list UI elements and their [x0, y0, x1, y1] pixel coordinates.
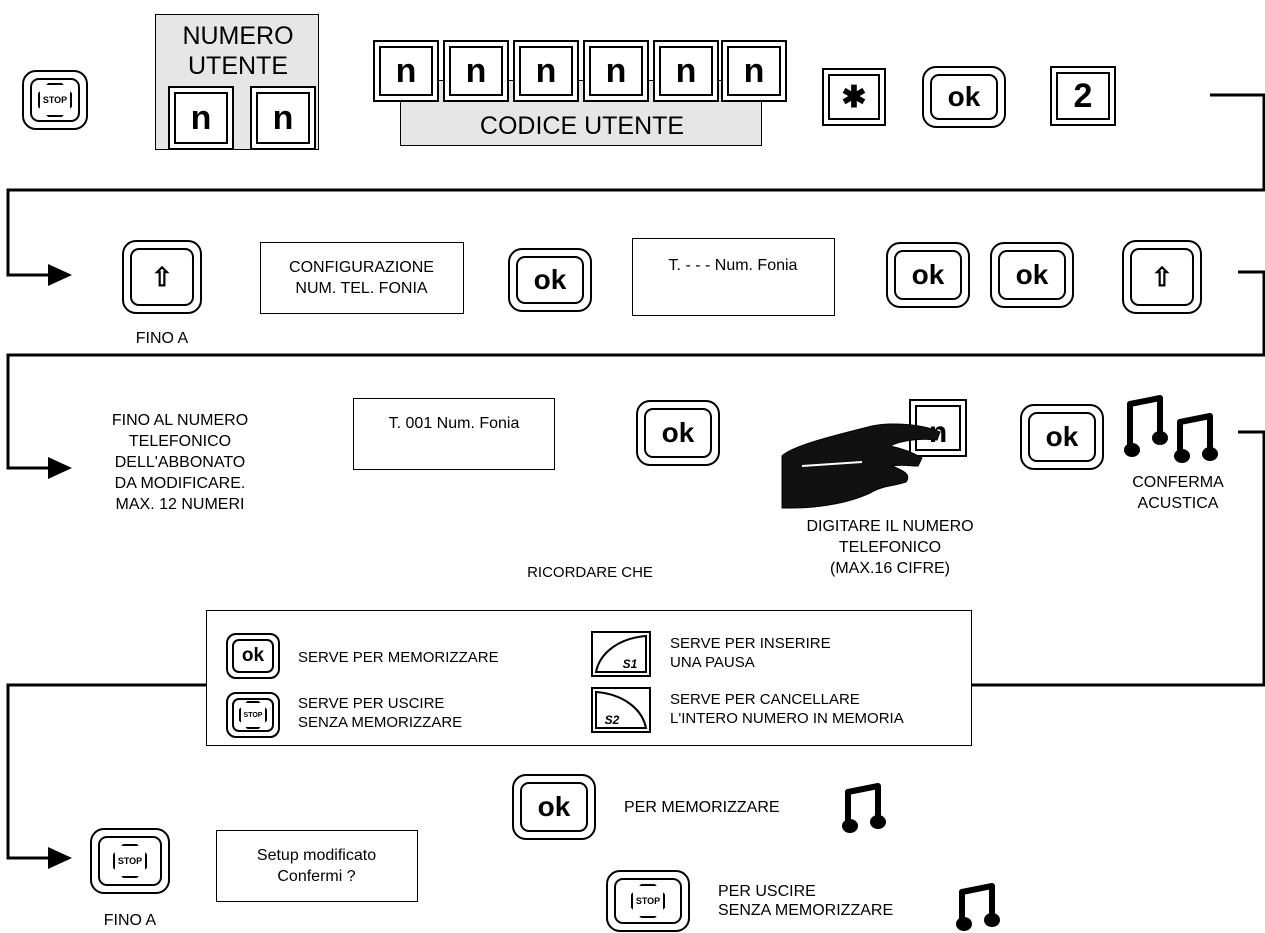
legend-s1-desc: SERVE PER INSERIRE UNA PAUSA — [670, 635, 831, 671]
ok-key-row2-1[interactable]: ok — [508, 248, 592, 312]
stop-key-row4-2[interactable]: STOP — [606, 870, 690, 932]
legend-stop-desc: SERVE PER USCIRE SENZA MEMORIZZARE — [298, 695, 463, 731]
ok-key-row2-2[interactable]: ok — [886, 242, 970, 308]
legend-ok-key: ok — [226, 633, 280, 679]
s2-key-icon: S2 — [591, 687, 651, 733]
display-box-row3: T. 001 Num. Fonia — [353, 398, 555, 470]
setup-box: Setup modificato Confermi ? — [216, 830, 418, 902]
codice-digit-1[interactable]: n — [373, 40, 439, 102]
fino-a-label-row4: FINO A — [103, 912, 157, 929]
digitare-label: DIGITARE IL NUMERO TELEFONICO (MAX.16 CI… — [806, 518, 974, 577]
pointing-hand-icon: n — [781, 399, 967, 509]
legend-s2-desc: SERVE PER CANCELLARE L'INTERO NUMERO IN … — [670, 691, 904, 727]
ok-key-row3-2[interactable]: ok — [1020, 404, 1104, 470]
stop-icon: STOP — [631, 884, 665, 918]
ok-key-row4[interactable]: ok — [512, 774, 596, 840]
ok-key-row2-3[interactable]: ok — [990, 242, 1074, 308]
ricordare-label: RICORDARE CHE — [527, 564, 653, 581]
numero-utente-title: NUMERO UTENTE — [182, 22, 294, 80]
fino-al-numero-label: FINO AL NUMERO TELEFONICO DELL'ABBONATO … — [111, 412, 249, 513]
codice-utente-label: CODICE UTENTE — [479, 112, 685, 140]
ok-key-row3-1[interactable]: ok — [636, 400, 720, 466]
stop-icon: STOP — [113, 844, 147, 878]
numero-utente-digit-2[interactable]: n — [250, 86, 316, 150]
numero-utente-digit-1[interactable]: n — [168, 86, 234, 150]
arrow-up-icon: ⇧ — [130, 248, 194, 306]
codice-digit-3[interactable]: n — [513, 40, 579, 102]
stop-icon: STOP — [239, 701, 267, 729]
s2-key-label: S2 — [605, 713, 620, 727]
codice-digit-5[interactable]: n — [653, 40, 719, 102]
ok-key-row1[interactable]: ok — [922, 66, 1006, 128]
stop-icon: STOP — [38, 83, 72, 117]
arrow-up-icon: ⇧ — [1130, 248, 1194, 306]
config-box: CONFIGURAZIONE NUM. TEL. FONIA — [260, 242, 464, 314]
arrow-up-key-1[interactable]: ⇧ — [122, 240, 202, 314]
per-memorizzare-label: PER MEMORIZZARE — [624, 799, 780, 816]
codice-digit-6[interactable]: n — [721, 40, 787, 102]
star-icon: ✱ — [828, 74, 880, 120]
stop-key-row4[interactable]: STOP — [90, 828, 170, 894]
star-key[interactable]: ✱ — [822, 68, 886, 126]
two-key[interactable]: 2 — [1050, 66, 1116, 126]
legend-ok-desc: SERVE PER MEMORIZZARE — [298, 649, 499, 666]
musical-note-icon — [842, 783, 886, 833]
legend-stop-key: STOP — [226, 692, 280, 738]
stop-key[interactable]: STOP — [22, 70, 88, 130]
codice-digit-2[interactable]: n — [443, 40, 509, 102]
musical-note-icon — [1124, 395, 1218, 463]
codice-digit-4[interactable]: n — [583, 40, 649, 102]
s1-key-label: S1 — [623, 657, 638, 671]
fino-a-label-row2: FINO A — [135, 330, 189, 347]
conferma-acustica-label: CONFERMA ACUSTICA — [1132, 474, 1224, 512]
per-uscire-label: PER USCIRE SENZA MEMORIZZARE — [718, 883, 894, 919]
legend-box — [206, 610, 972, 746]
display-box-row2: T. - - - Num. Fonia — [632, 238, 835, 316]
musical-note-icon — [956, 883, 1000, 931]
s1-key-icon: S1 — [591, 631, 651, 677]
arrow-up-key-2[interactable]: ⇧ — [1122, 240, 1202, 314]
